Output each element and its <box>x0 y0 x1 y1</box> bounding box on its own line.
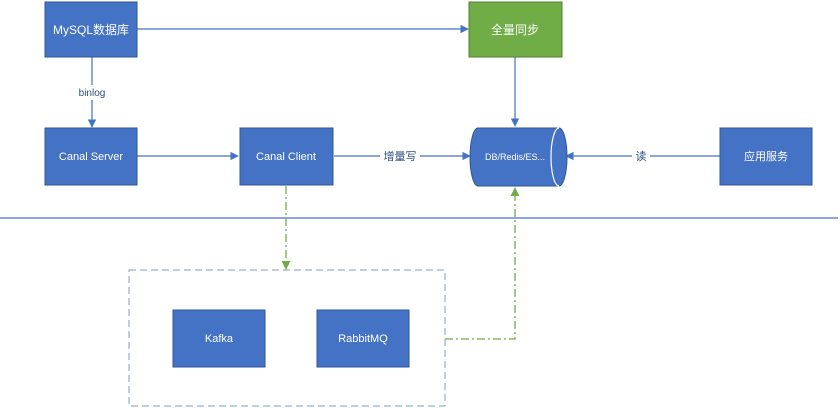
incremental-write-label: 增量写 <box>384 149 417 163</box>
incremental-write-label-bg <box>380 148 420 163</box>
full-sync-node: 全量同步 <box>468 1 563 58</box>
mysql-node-label: MySQL数据库 <box>53 22 129 37</box>
canal-client-node-label: Canal Client <box>256 151 316 163</box>
mq-container <box>128 269 446 407</box>
edge-mq-to-storage <box>445 187 520 340</box>
full-sync-node-label: 全量同步 <box>491 22 539 37</box>
canal-client-node: Canal Client <box>239 127 334 186</box>
read-label: 读 <box>636 149 647 163</box>
app-service-node: 应用服务 <box>719 127 813 186</box>
storage-node: DB/Redis/ES... <box>469 127 568 187</box>
mysql-node: MySQL数据库 <box>44 1 138 58</box>
rabbitmq-node: RabbitMQ <box>316 309 410 368</box>
kafka-node-label: Kafka <box>205 333 234 345</box>
storage-node-label: DB/Redis/ES... <box>485 152 545 162</box>
kafka-node: Kafka <box>172 309 266 368</box>
canal-server-node: Canal Server <box>44 127 138 186</box>
binlog-label: binlog <box>79 88 106 99</box>
read-label-bg <box>632 148 650 163</box>
app-service-node-label: 应用服务 <box>744 149 788 163</box>
binlog-label-bg <box>76 85 108 100</box>
rabbitmq-node-label: RabbitMQ <box>338 333 388 345</box>
canal-server-node-label: Canal Server <box>59 151 124 163</box>
